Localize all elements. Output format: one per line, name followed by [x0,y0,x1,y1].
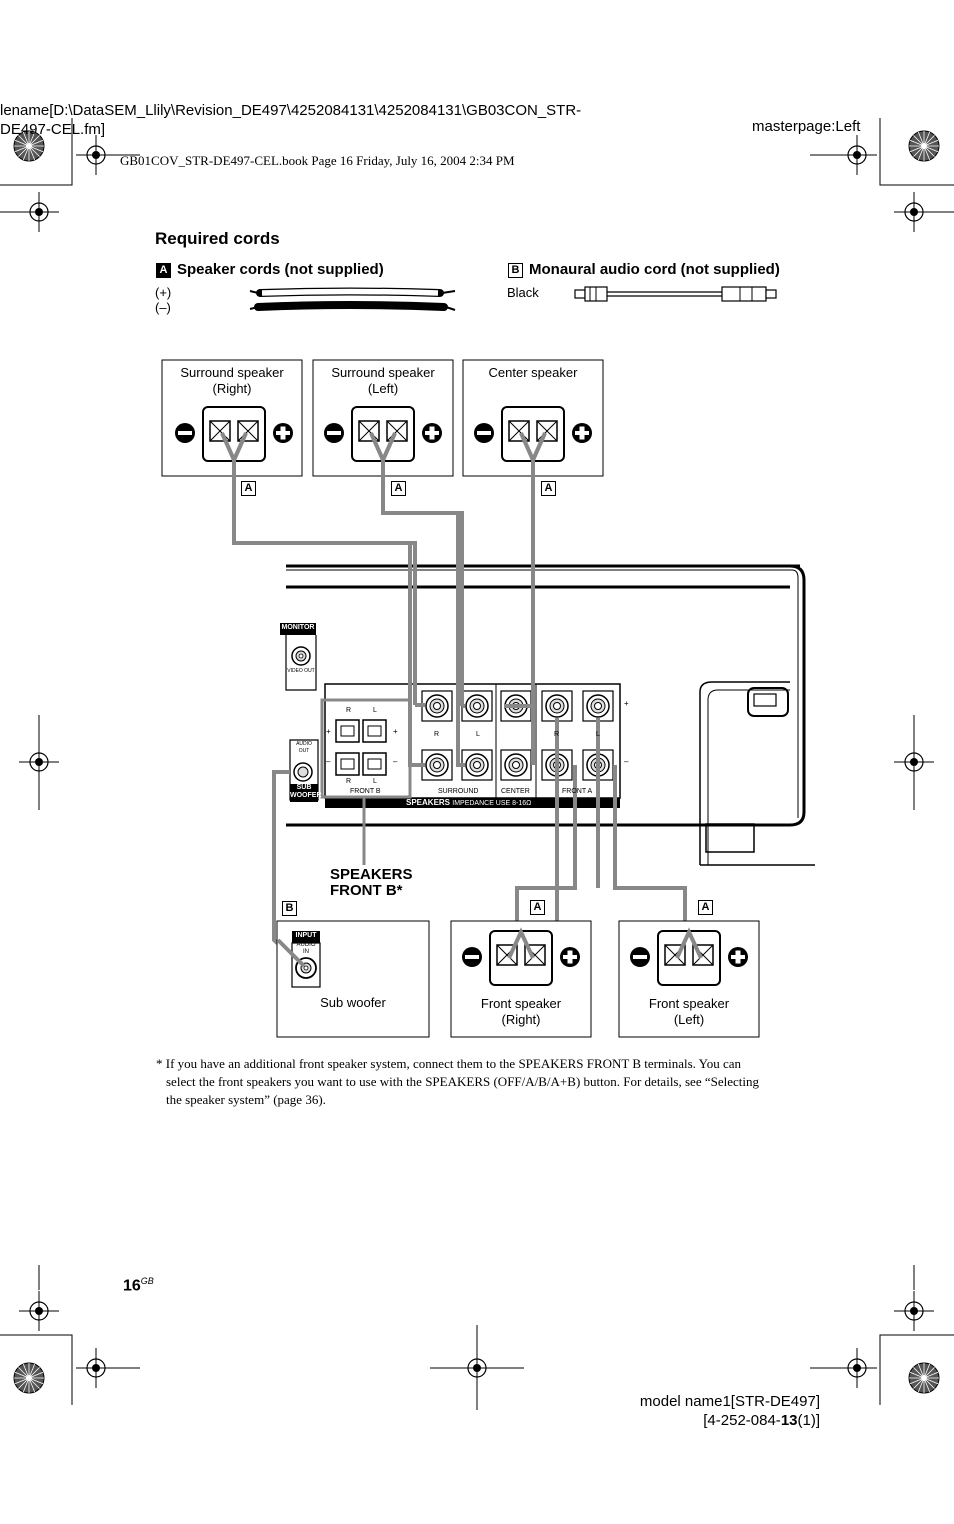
label-surround-left: Surround speaker (Left) [313,365,453,397]
tag-a-surround-right: A [241,481,256,496]
front-b-r-top: R [346,707,352,714]
section-title: Required cords [155,229,280,248]
cord-b-label: B Monaural audio cord (not supplied) [508,261,780,278]
speaker-terminal-panel [324,683,621,808]
panel-minus: – [624,757,629,766]
book-info: GB01COV_STR-DE497-CEL.book Page 16 Frida… [120,153,515,168]
front-b-l-top: L [373,707,377,714]
front-a-r: R [554,731,560,738]
label-line: SUB [296,784,312,791]
tag-a-front-left: A [698,900,713,915]
speakers-bar: SPEAKERS IMPEDANCE USE 8-16Ω [406,798,531,807]
label-line: SPEAKERS [330,866,413,883]
footnote-line: select the front speakers you want to us… [166,1074,759,1089]
label-line: Front speaker [648,996,730,1011]
video-out-label: VIDEO OUT [287,668,315,674]
center-panel-label: CENTER [501,788,530,795]
label-line: AUDIO [296,741,312,747]
front-b-callout: SPEAKERS FRONT B* [330,867,413,899]
label-line: (Right) [212,381,252,396]
sub-woofer-panel-label: SUB WOOFER [290,784,322,800]
cord-b-color: Black [507,285,539,300]
footnote: * If you have an additional front speake… [156,1055,836,1109]
front-b-plus-left: + [326,727,331,736]
surround-l: L [476,731,480,738]
front-b-minus-right: – [393,757,398,766]
speaker-cables [220,432,699,970]
model-line-1: model name1[STR-DE497] [639,1393,820,1410]
filename-line-1: lename[D:\DataSEM_Llily\Revision_DE497\4… [0,102,582,119]
label-line: AUDIO [296,942,316,948]
label-line: (Right) [501,1012,541,1027]
audio-out-label: AUDIO OUT [290,741,318,755]
footnote-line: * If you have an additional front speake… [156,1056,742,1071]
monitor-video-out [280,623,317,691]
front-b-r-bottom: R [346,778,352,785]
model-line-2: [4-252-084-13(1)] [620,1411,820,1430]
page-number-suffix: GB [140,1276,154,1286]
front-b-panel-label: FRONT B [350,788,381,795]
label-surround-right: Surround speaker (Right) [162,365,302,397]
label-line: Surround speaker [180,365,284,380]
cord-a-minus: (–) [155,300,171,315]
label-line: (Left) [367,381,399,396]
tag-a-surround-left: A [391,481,406,496]
cord-a-text: Speaker cords (not supplied) [177,261,384,278]
front-b-minus-left: – [326,757,331,766]
panel-plus: + [624,699,629,708]
cord-a-plus: (+) [155,285,172,300]
page-number: 16GB [123,1276,154,1295]
impedance-label: IMPEDANCE USE 8-16Ω [452,800,532,807]
surround-panel-label: SURROUND [438,788,479,795]
model-suffix: (1)] [797,1412,821,1429]
label-center: Center speaker [488,365,578,380]
front-b-l-bottom: L [373,778,377,785]
speakers-bar-title: SPEAKERS [406,798,451,807]
receiver-body [286,564,815,866]
tag-b-subwoofer: B [282,901,297,916]
cord-a-label: A Speaker cords (not supplied) [156,261,384,278]
label-front-left: Front speaker (Left) [619,996,759,1028]
surround-r: R [434,731,440,738]
speaker-cord-illustration [249,287,456,311]
cord-b-text: Monaural audio cord (not supplied) [529,261,780,278]
printer-marks [0,118,954,1410]
speaker-box-front-right [450,920,592,1038]
filename-line-2: DE497-CEL.fm] [0,121,106,138]
cord-a-letter: A [156,263,171,278]
page-number-value: 16 [123,1277,141,1295]
label-line: FRONT B* [330,882,403,899]
front-b-plus-right: + [393,727,398,736]
label-front-right: Front speaker (Right) [451,996,591,1028]
label-line: (Left) [673,1012,705,1027]
tag-a-center: A [541,481,556,496]
front-a-l: L [596,731,600,738]
footnote-line: the speaker system” (page 36). [166,1092,326,1107]
cord-b-letter: B [508,263,523,278]
model-prefix: [4-252-084- [703,1412,781,1429]
speaker-box-subwoofer [276,920,430,1038]
label-line: IN [303,949,309,955]
audio-in-label: AUDIO IN [292,942,320,956]
audio-cord-illustration [574,286,777,302]
subwoofer-audio-out [289,739,319,802]
model-footer: model name1[STR-DE497] [4-252-084-13(1)] [620,1392,820,1430]
tag-a-front-right: A [530,900,545,915]
label-sub-woofer: Sub woofer [320,995,386,1010]
front-a-panel-label: FRONT A [562,788,593,795]
speaker-box-front-left [618,920,760,1038]
monitor-label: MONITOR [281,624,315,631]
model-bold: 13 [780,1412,798,1429]
input-label: INPUT [295,932,317,939]
label-line: WOOFER [290,792,322,799]
label-line: OUT [298,748,310,754]
label-line: Surround speaker [331,365,435,380]
masterpage-label: masterpage:Left [752,118,861,135]
label-line: Front speaker [480,996,562,1011]
